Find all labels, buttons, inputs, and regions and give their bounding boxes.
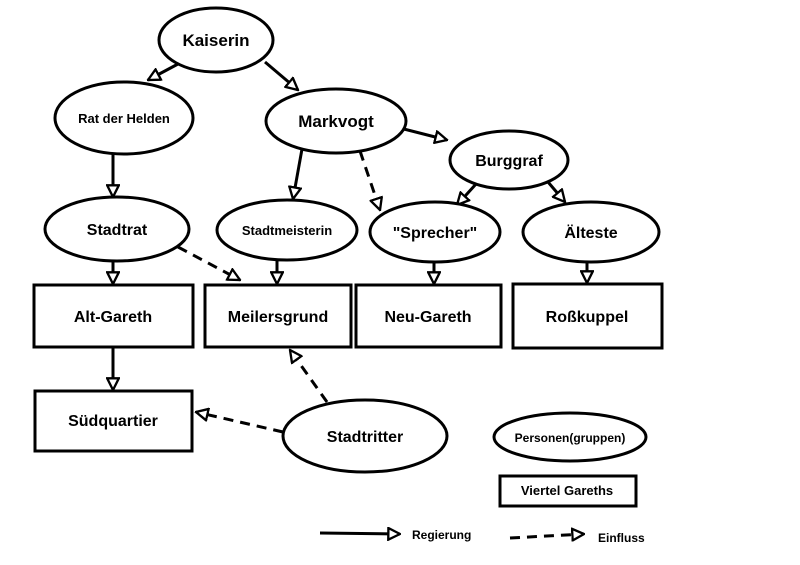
node-label: Alt-Gareth: [74, 309, 152, 326]
node-stadtmeisterin: Stadtmeisterin: [215, 198, 359, 262]
legend-viertel-label: Viertel Gareths: [521, 483, 613, 498]
edge-regierung-kaiserin-to-rat-der-helden: [148, 62, 179, 82]
node-rat-der-helden: Rat der Helden: [53, 80, 195, 156]
node-sprecher: "Sprecher": [368, 200, 502, 264]
node-label: Meilersgrund: [228, 309, 328, 326]
edge-regierung-burggraf-to-sprecher: [457, 182, 478, 205]
edge-einfluss-stadtrat-to-meilersgrund: [177, 245, 240, 282]
node-burggraf: Burggraf: [448, 129, 570, 191]
node-label: Roßkuppel: [546, 309, 629, 326]
node-meilersgrund: Meilersgrund: [203, 283, 353, 349]
node-label: Älteste: [564, 224, 617, 242]
edge-einfluss-stadtritter-to-sudquartier: [196, 412, 284, 434]
edges-layer: [113, 60, 587, 434]
legend-einfluss-label: Einfluss: [598, 531, 645, 545]
legend-regierung: Regierung: [319, 528, 471, 542]
node-label: Rat der Helden: [78, 111, 170, 126]
node-markvogt: Markvogt: [264, 87, 408, 155]
legend-regierung-line: [319, 533, 400, 534]
node-label: Neu-Gareth: [384, 309, 471, 326]
node-label: Kaiserin: [182, 31, 249, 50]
edge-einfluss-markvogt-to-sprecher: [358, 150, 380, 210]
edge-einfluss-stadtritter-to-meilersgrund: [290, 350, 329, 403]
edge-regierung-kaiserin-to-markvogt: [264, 60, 298, 90]
node-alteste: Älteste: [521, 200, 661, 264]
node-kaiserin: Kaiserin: [157, 6, 275, 74]
node-label: Stadtmeisterin: [242, 223, 332, 238]
legend-einfluss-line: [509, 534, 584, 538]
node-stadtritter: Stadtritter: [281, 398, 449, 474]
node-neu-gareth: Neu-Gareth: [354, 283, 503, 349]
edge-regierung-markvogt-to-stadtmeisterin: [293, 148, 304, 199]
legend-viertel: Viertel Gareths: [498, 474, 638, 508]
node-stadtrat: Stadtrat: [43, 195, 191, 263]
node-alt-gareth: Alt-Gareth: [32, 283, 195, 349]
node-label: Südquartier: [68, 413, 158, 430]
legend-einfluss: Einfluss: [509, 531, 645, 545]
node-sudquartier: Südquartier: [33, 389, 194, 453]
edge-regierung-burggraf-to-alteste: [546, 181, 565, 202]
edge-regierung-markvogt-to-burggraf: [399, 126, 447, 140]
node-rosskuppel: Roßkuppel: [511, 282, 664, 350]
legend-personen-label: Personen(gruppen): [515, 431, 626, 445]
node-label: Stadtritter: [327, 429, 403, 446]
node-label: Stadtrat: [87, 222, 148, 239]
legend: Personen(gruppen) Viertel Gareths Regier…: [319, 411, 648, 545]
node-label: Burggraf: [475, 153, 543, 170]
node-label: Markvogt: [298, 112, 374, 131]
node-label: "Sprecher": [393, 225, 478, 242]
legend-regierung-label: Regierung: [412, 528, 471, 542]
legend-personen: Personen(gruppen): [492, 411, 648, 463]
